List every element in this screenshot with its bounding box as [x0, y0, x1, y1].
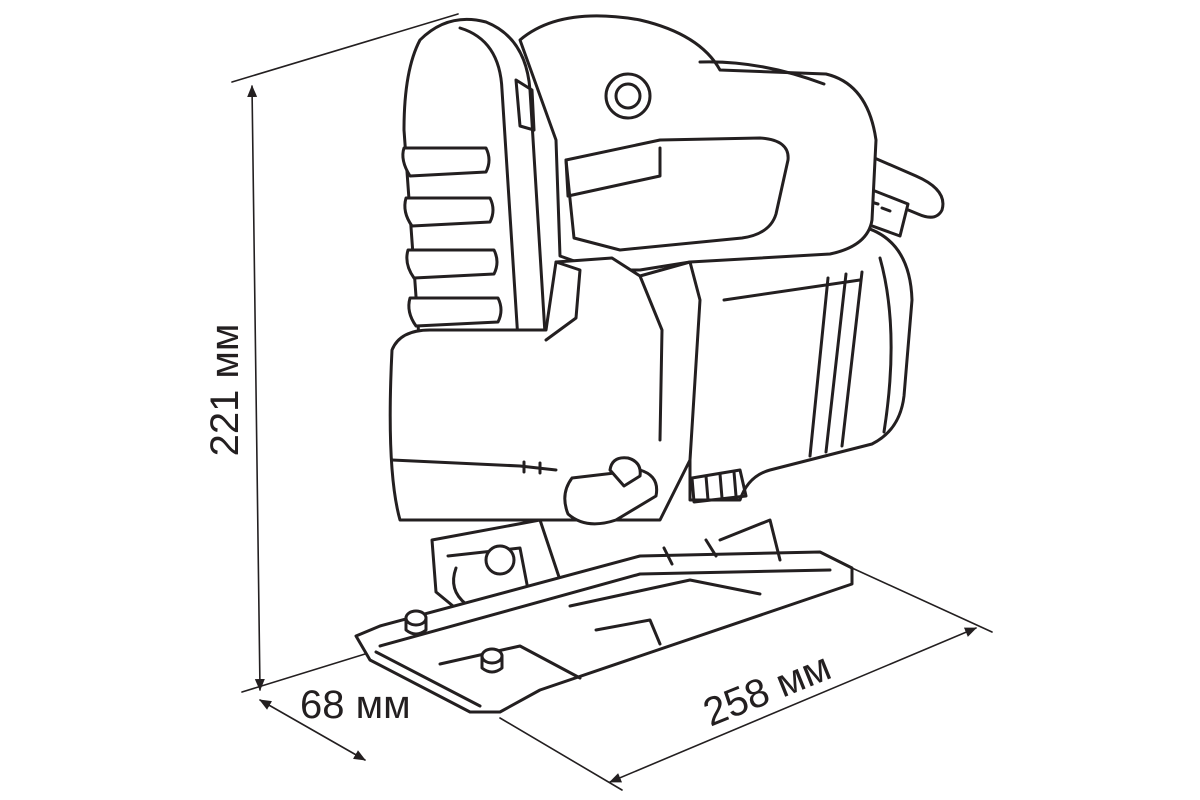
height-dimension-line: [247, 85, 265, 691]
length-extension-back: [851, 567, 993, 633]
height-dimension-label: 221 мм: [203, 324, 247, 457]
dimension-lines: [231, 13, 993, 791]
length-dimension-line: [609, 627, 977, 783]
length-dimension-label: 258 мм: [697, 645, 837, 736]
width-dimension-label: 68 мм: [300, 683, 411, 727]
width-dimension-line: [259, 699, 366, 761]
length-extension-front: [499, 717, 623, 791]
height-extension-top: [231, 13, 459, 83]
jigsaw-outline: [354, 14, 945, 714]
